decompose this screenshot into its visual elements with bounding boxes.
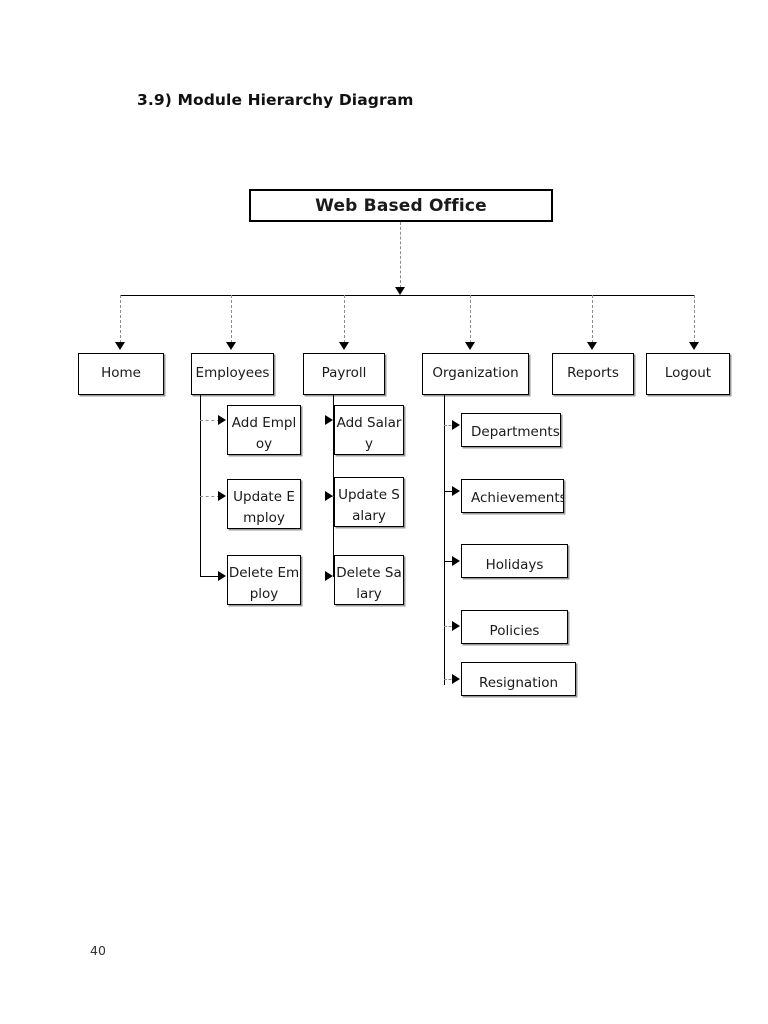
node-departments[interactable]: Departments — [461, 413, 561, 447]
connector-bus-to-employees — [231, 295, 232, 343]
arrowhead-payroll — [339, 342, 349, 350]
arrowhead-update-salary — [325, 491, 333, 501]
node-label: Policies — [489, 623, 540, 639]
connector-employees-to-update — [200, 496, 220, 497]
node-web-based-office[interactable]: Web Based Office — [249, 189, 553, 222]
node-label: Employees — [195, 365, 270, 381]
connector-organization-to-departments — [444, 425, 456, 426]
node-logout[interactable]: Logout — [646, 353, 730, 395]
arrowhead-update-employ — [218, 491, 226, 501]
arrowhead-achievements — [452, 486, 460, 496]
arrowhead-delete-salary — [325, 571, 333, 581]
connector-root-to-bus — [400, 222, 401, 288]
node-label: Logout — [664, 365, 712, 381]
node-add-salary[interactable]: Add Salary — [334, 405, 404, 455]
arrowhead-organization — [465, 342, 475, 350]
connector-horizontal-bus — [120, 295, 695, 297]
connector-employees-to-add — [200, 420, 220, 421]
arrowhead-departments — [452, 420, 460, 430]
node-label: Departments — [471, 424, 560, 440]
connector-employees-to-delete — [200, 576, 220, 577]
node-label: Delete Employ — [228, 565, 300, 602]
node-employees[interactable]: Employees — [191, 353, 274, 395]
arrowhead-delete-employ — [218, 571, 226, 581]
connector-bus-to-organization — [470, 295, 471, 343]
node-organization[interactable]: Organization — [422, 353, 529, 395]
node-label: Resignation — [478, 675, 559, 691]
node-delete-salary[interactable]: Delete Salary — [334, 555, 404, 605]
arrowhead-add-employ — [218, 415, 226, 425]
connector-bus-to-reports — [592, 295, 593, 343]
arrowhead-resignation — [452, 674, 460, 684]
page-title: 3.9) Module Hierarchy Diagram — [137, 91, 414, 109]
node-home[interactable]: Home — [78, 353, 164, 395]
node-label: Add Salary — [336, 415, 402, 452]
connector-bus-to-payroll — [344, 295, 345, 343]
arrowhead-add-salary — [325, 415, 333, 425]
node-label: Home — [101, 365, 141, 381]
node-label: Update Salary — [338, 487, 400, 524]
node-reports[interactable]: Reports — [552, 353, 634, 395]
node-label: Achievements — [471, 490, 564, 506]
connector-organization-to-resignation — [444, 679, 456, 680]
node-update-employ[interactable]: Update Employ — [227, 479, 301, 529]
node-add-employ[interactable]: Add Employ — [227, 405, 301, 455]
node-label: Delete Salary — [336, 565, 402, 602]
connector-organization-to-holidays — [444, 561, 456, 562]
connector-organization-spine — [444, 395, 445, 685]
connector-bus-to-home — [120, 295, 121, 343]
node-label: Add Employ — [231, 415, 297, 452]
arrowhead-logout — [689, 342, 699, 350]
node-label: Holidays — [485, 557, 544, 573]
node-label: Reports — [567, 365, 619, 381]
node-payroll[interactable]: Payroll — [303, 353, 385, 395]
node-achievements[interactable]: Achievements — [461, 479, 564, 513]
connector-organization-to-achievements — [444, 491, 456, 492]
arrowhead-policies — [452, 621, 460, 631]
connector-organization-to-policies — [444, 626, 456, 627]
page-number: 40 — [90, 943, 106, 958]
arrowhead-home — [115, 342, 125, 350]
node-resignation[interactable]: Resignation — [461, 662, 576, 696]
node-update-salary[interactable]: Update Salary — [334, 477, 404, 527]
node-label: Update Employ — [233, 489, 295, 526]
arrowhead-root-to-bus — [395, 287, 405, 295]
arrowhead-employees — [226, 342, 236, 350]
node-holidays[interactable]: Holidays — [461, 544, 568, 578]
node-policies[interactable]: Policies — [461, 610, 568, 644]
connector-employees-spine — [200, 395, 201, 577]
connector-bus-to-logout — [694, 295, 695, 343]
node-label: Web Based Office — [315, 196, 487, 216]
connector-payroll-spine — [333, 395, 334, 577]
node-label: Organization — [432, 365, 519, 381]
arrowhead-holidays — [452, 556, 460, 566]
node-delete-employ[interactable]: Delete Employ — [227, 555, 301, 605]
node-label: Payroll — [321, 365, 367, 381]
arrowhead-reports — [587, 342, 597, 350]
